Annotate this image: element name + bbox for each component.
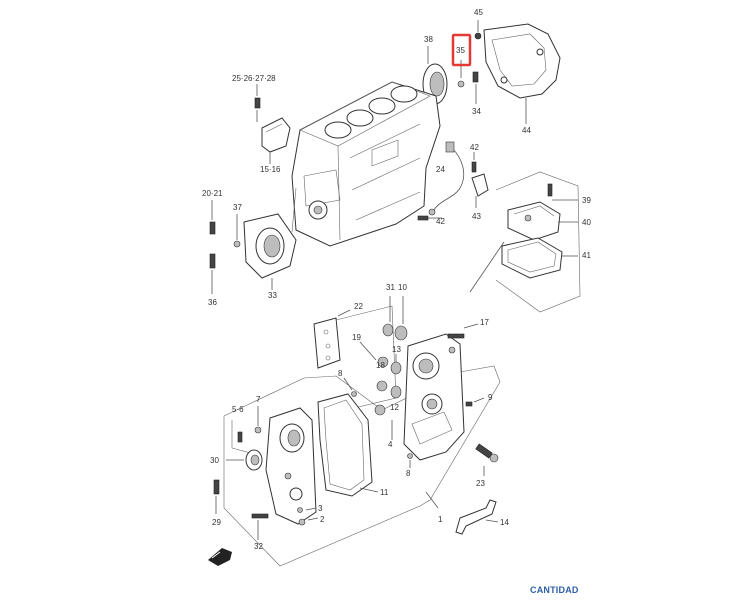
bracket-part-15-16[interactable] — [261, 117, 291, 153]
gear-housing-part-1[interactable] — [403, 333, 465, 461]
label-37[interactable]: 37 — [233, 203, 242, 212]
label-10[interactable]: 10 — [398, 283, 407, 292]
front-arrow-icon — [208, 548, 232, 566]
label-25-28[interactable]: 25·26·27·28 — [232, 74, 276, 83]
label-14[interactable]: 14 — [500, 518, 509, 527]
label-19[interactable]: 19 — [352, 333, 361, 342]
bolt-part-23[interactable] — [475, 443, 499, 463]
label-32[interactable]: 32 — [254, 542, 263, 551]
bushing-part-18[interactable] — [376, 380, 388, 392]
gasket-part-41[interactable] — [501, 237, 563, 279]
pin-part-3[interactable] — [297, 507, 303, 513]
seal-housing-part-33[interactable] — [243, 213, 297, 279]
label-8-lower[interactable]: 8 — [406, 469, 411, 478]
label-31[interactable]: 31 — [386, 283, 395, 292]
bolt-part-45[interactable] — [474, 32, 482, 40]
label-35[interactable]: 35 — [456, 46, 465, 55]
dowel-part-8-upper[interactable] — [351, 391, 357, 397]
bushing-part-4[interactable] — [374, 404, 386, 416]
pin-part-9[interactable] — [465, 401, 473, 407]
bolt-part-42-upper[interactable] — [471, 161, 477, 173]
label-39[interactable]: 39 — [582, 196, 591, 205]
highlight-box — [451, 33, 472, 67]
cantidad-link[interactable]: CANTIDAD — [530, 585, 579, 595]
label-34[interactable]: 34 — [472, 107, 481, 116]
o-ring-part-37[interactable] — [233, 240, 241, 248]
bushing-part-19[interactable] — [377, 356, 389, 368]
oil-pipe-part-24[interactable] — [428, 141, 465, 216]
nut-part-2[interactable] — [298, 518, 306, 526]
stud-part-32[interactable] — [251, 513, 269, 519]
label-15-16[interactable]: 15·16 — [260, 165, 281, 174]
gasket-part-11[interactable] — [317, 393, 373, 497]
label-42-upper[interactable]: 42 — [470, 143, 479, 152]
bushing-part-13[interactable] — [390, 361, 402, 375]
label-38[interactable]: 38 — [424, 35, 433, 44]
label-17[interactable]: 17 — [480, 318, 489, 327]
label-36[interactable]: 36 — [208, 298, 217, 307]
bolt-part-20-21[interactable] — [209, 221, 216, 235]
label-9[interactable]: 9 — [488, 393, 493, 402]
dowel-part-8-lower[interactable] — [407, 453, 413, 459]
label-29[interactable]: 29 — [212, 518, 221, 527]
label-43[interactable]: 43 — [472, 212, 481, 221]
leader-line — [469, 241, 505, 293]
bolt-part-17[interactable] — [447, 333, 465, 339]
label-7[interactable]: 7 — [256, 395, 261, 404]
cover-area-outline — [495, 171, 581, 313]
label-2[interactable]: 2 — [320, 515, 325, 524]
label-41[interactable]: 41 — [582, 251, 591, 260]
bolt-part-36[interactable] — [209, 253, 216, 269]
washer-part-7[interactable] — [254, 426, 262, 434]
label-4[interactable]: 4 — [388, 440, 393, 449]
bolt-part-5-6[interactable] — [237, 431, 243, 443]
bolt-part-25-28[interactable] — [254, 97, 261, 109]
engine-block[interactable] — [291, 81, 441, 247]
bushing-part-31[interactable] — [382, 323, 394, 337]
label-13[interactable]: 13 — [392, 345, 401, 354]
label-18[interactable]: 18 — [376, 361, 385, 370]
label-23[interactable]: 23 — [476, 479, 485, 488]
label-24[interactable]: 24 — [436, 165, 445, 174]
bushing-part-10[interactable] — [394, 325, 408, 341]
label-12[interactable]: 12 — [390, 403, 399, 412]
label-3[interactable]: 3 — [318, 504, 323, 513]
label-8-upper[interactable]: 8 — [338, 369, 343, 378]
label-20-21[interactable]: 20·21 — [202, 189, 223, 198]
bolt-part-42-lower[interactable] — [417, 215, 429, 221]
label-11[interactable]: 11 — [380, 488, 389, 497]
front-cover-part-5-6[interactable] — [265, 407, 317, 525]
bracket-part-14[interactable] — [455, 499, 497, 535]
label-40[interactable]: 40 — [582, 218, 591, 227]
gasket-part-22[interactable] — [313, 317, 341, 369]
label-44[interactable]: 44 — [522, 126, 531, 135]
label-33[interactable]: 33 — [268, 291, 277, 300]
o-ring-part-35[interactable] — [457, 80, 465, 88]
bushing-part-12[interactable] — [390, 385, 402, 399]
rear-plate-part-44[interactable] — [483, 23, 561, 99]
bolt-part-39[interactable] — [547, 183, 553, 197]
label-42-lower[interactable]: 42 — [436, 217, 445, 226]
label-22[interactable]: 22 — [354, 302, 363, 311]
label-1[interactable]: 1 — [438, 515, 443, 524]
bracket-part-43[interactable] — [471, 173, 489, 197]
cover-part-40[interactable] — [507, 201, 561, 241]
label-45[interactable]: 45 — [474, 8, 483, 17]
bolt-part-29[interactable] — [213, 479, 220, 495]
lower-assembly-outline — [223, 365, 501, 567]
label-30[interactable]: 30 — [210, 456, 219, 465]
label-5-6[interactable]: 5·6 — [232, 405, 244, 414]
bolt-part-34[interactable] — [472, 71, 479, 83]
